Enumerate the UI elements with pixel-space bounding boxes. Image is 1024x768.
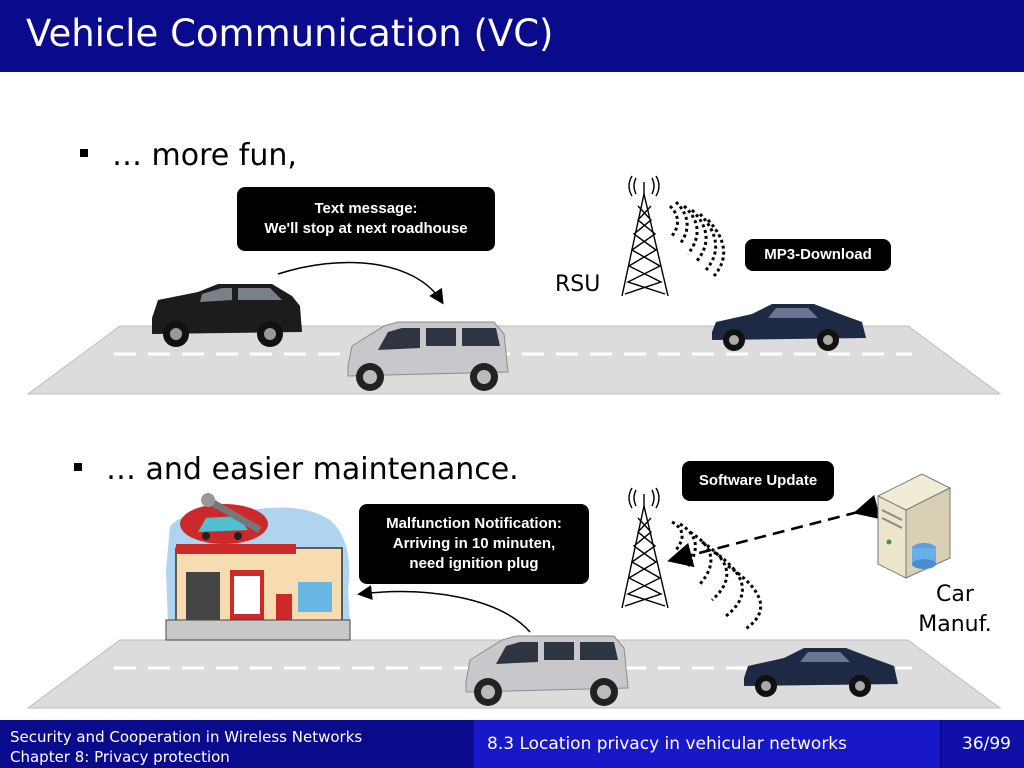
footer-chapter: Chapter 8: Privacy protection <box>10 748 230 766</box>
car-manufacturer-label: Car Manuf. <box>908 580 1002 640</box>
footer-section-box <box>474 720 940 768</box>
blue-sedan-car <box>744 648 898 697</box>
malfunction-callout: Malfunction Notification: Arriving in 10 … <box>359 504 589 584</box>
bullet-text: … and easier maintenance. <box>106 452 519 487</box>
signal-waves-icon <box>668 200 726 277</box>
bullet-maintenance: … and easier maintenance. <box>74 452 519 487</box>
blue-sedan-car <box>712 304 866 351</box>
label-line: Manuf. <box>918 612 992 637</box>
garage-building-icon <box>165 493 351 641</box>
callout-line: We'll stop at next roadhouse <box>264 220 468 237</box>
callout-line: MP3-Download <box>764 246 872 263</box>
black-suv-car <box>152 284 302 347</box>
footer-course-title: Security and Cooperation in Wireless Net… <box>10 728 363 746</box>
callout-line: Arriving in 10 minuten, <box>392 535 556 552</box>
server-icon <box>876 473 952 579</box>
rsu-tower-icon <box>621 175 669 297</box>
silver-van-car <box>465 635 629 706</box>
update-dashed-arrow <box>667 494 881 568</box>
silver-van-car <box>347 321 509 391</box>
illustration-canvas <box>26 175 1002 709</box>
footer-page-box <box>942 720 1024 768</box>
footer-course-info: Security and Cooperation in Wireless Net… <box>10 727 362 767</box>
bullet-more-fun: … more fun, <box>80 138 297 173</box>
page-number: 36/99 <box>962 734 1011 754</box>
message-arrow <box>277 261 444 305</box>
text-message-callout: Text message: We'll stop at next roadhous… <box>237 187 495 251</box>
bullet-square-icon <box>74 462 82 471</box>
rsu-tower-icon <box>621 487 669 609</box>
slide-title: Vehicle Communication (VC) <box>26 12 554 55</box>
bullet-square-icon <box>80 148 88 157</box>
title-bar <box>0 0 1024 72</box>
software-update-callout: Software Update <box>682 461 834 501</box>
signal-waves-icon <box>671 520 763 632</box>
callout-line: Malfunction Notification: <box>386 515 562 532</box>
mp3-download-callout: MP3-Download <box>745 239 891 271</box>
callout-line: Software Update <box>698 472 818 489</box>
notification-arrow <box>357 585 531 633</box>
footer-section-title: 8.3 Location privacy in vehicular networ… <box>487 734 848 754</box>
callout-line: Text message: <box>314 200 418 217</box>
label-line: Car <box>936 582 974 607</box>
bullet-text: … more fun, <box>112 138 297 173</box>
rsu-label: RSU <box>555 272 601 297</box>
callout-line: need ignition plug <box>409 555 539 572</box>
